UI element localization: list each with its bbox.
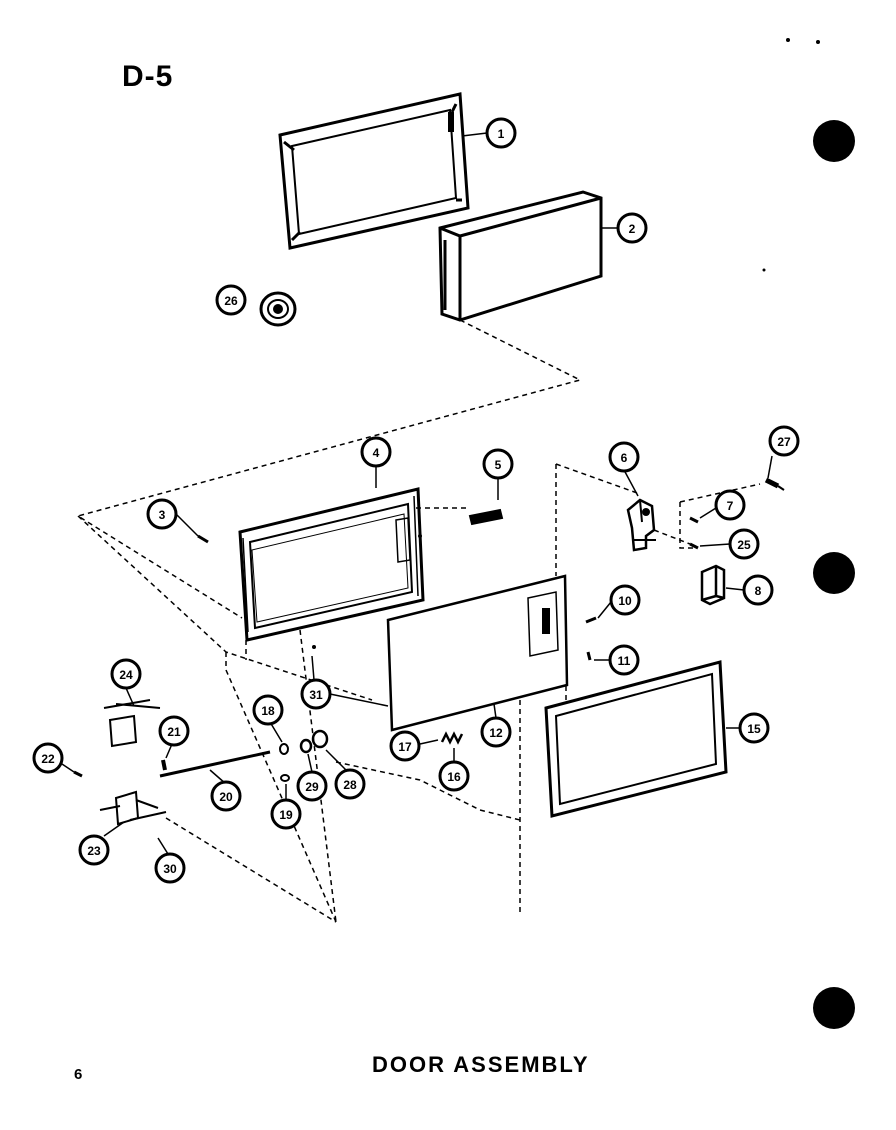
part-screw-21 [161,759,167,771]
callout-17 [389,730,421,762]
part-outer-frame [278,92,470,250]
callout-24 [110,658,142,690]
scan-specks [312,38,820,649]
callout-7 [714,489,746,521]
callout-10 [609,584,641,616]
callout-30 [154,852,186,884]
page-number: 6 [74,1066,83,1083]
callout-22 [32,742,64,774]
callout-16 [438,760,470,792]
part-latch [626,498,656,552]
callout-label-28: 28 [343,778,357,792]
callout-19 [270,798,302,830]
callout-4 [360,436,392,468]
callout-1 [485,117,517,149]
callout-label-31: 31 [309,688,323,702]
callout-markers [32,117,800,884]
part-hinge-bracket [99,790,167,826]
part-clip-10 [585,616,597,624]
callout-label-20: 20 [219,790,233,804]
part-spring [440,731,464,745]
part-screw-25 [689,542,699,550]
callout-3 [146,498,178,530]
callout-15 [738,712,770,744]
callout-label-18: 18 [261,704,275,718]
callout-label-11: 11 [618,654,631,668]
part-nut-29 [299,738,313,754]
callout-label-6: 6 [621,451,628,465]
callout-label-16: 16 [447,770,461,784]
part-roller [259,291,297,327]
callout-label-1: 1 [498,127,505,141]
binder-hole-top [813,120,855,162]
callout-label-19: 19 [279,808,293,822]
callout-labels: 1 2 3 4 5 6 7 8 10 11 12 15 16 17 18 19 … [41,127,791,876]
part-box-frame [438,190,603,322]
callout-label-23: 23 [87,844,101,858]
callout-label-7: 7 [727,499,734,513]
callout-label-27: 27 [777,435,791,449]
callout-23 [78,834,110,866]
callout-label-25: 25 [737,538,751,552]
callout-29 [296,770,328,802]
callout-20 [210,780,242,812]
callout-31 [300,678,332,710]
callout-label-17: 17 [398,740,412,754]
assembly-lines [76,319,761,923]
callout-8 [742,574,774,606]
callout-label-15: 15 [747,722,761,736]
callout-label-5: 5 [495,458,502,472]
part-hinge-plate [103,699,161,748]
callout-label-3: 3 [159,508,166,522]
diagram-id: D-5 [122,60,174,93]
callout-12 [480,716,512,748]
part-screw-22 [73,770,83,778]
callout-6 [608,441,640,473]
part-latch-pin [764,477,785,491]
part-cap-28 [311,729,329,749]
callout-label-10: 10 [618,594,632,608]
callout-27 [768,425,800,457]
binder-hole-bottom [813,987,855,1029]
callout-label-21: 21 [167,725,181,739]
callout-2 [616,212,648,244]
part-washer-19 [280,774,290,782]
binder-hole-middle [813,552,855,594]
callout-label-12: 12 [489,726,503,740]
callout-26 [215,284,247,316]
part-gasket [544,660,728,818]
callout-label-29: 29 [305,780,319,794]
callout-label-8: 8 [755,584,762,598]
part-door-panel [386,574,569,732]
diagram-caption: DOOR ASSEMBLY [372,1052,590,1077]
callout-label-26: 26 [224,294,238,308]
callout-label-2: 2 [629,222,636,236]
part-screw-11 [586,651,592,661]
callout-label-30: 30 [163,862,177,876]
part-inner-frame [238,487,425,642]
callout-label-4: 4 [373,446,380,460]
callout-18 [252,694,284,726]
callout-5 [482,448,514,480]
part-screw-7 [689,516,699,524]
leader-lines [61,132,773,855]
part-bracket [468,508,504,526]
part-screw-3 [197,534,209,544]
callout-label-24: 24 [119,668,133,682]
callout-label-22: 22 [41,752,55,766]
callout-28 [334,768,366,800]
callout-25 [728,528,760,560]
part-cover [700,564,726,606]
callout-21 [158,715,190,747]
callout-11 [608,644,640,676]
part-bushing-18 [279,743,289,755]
